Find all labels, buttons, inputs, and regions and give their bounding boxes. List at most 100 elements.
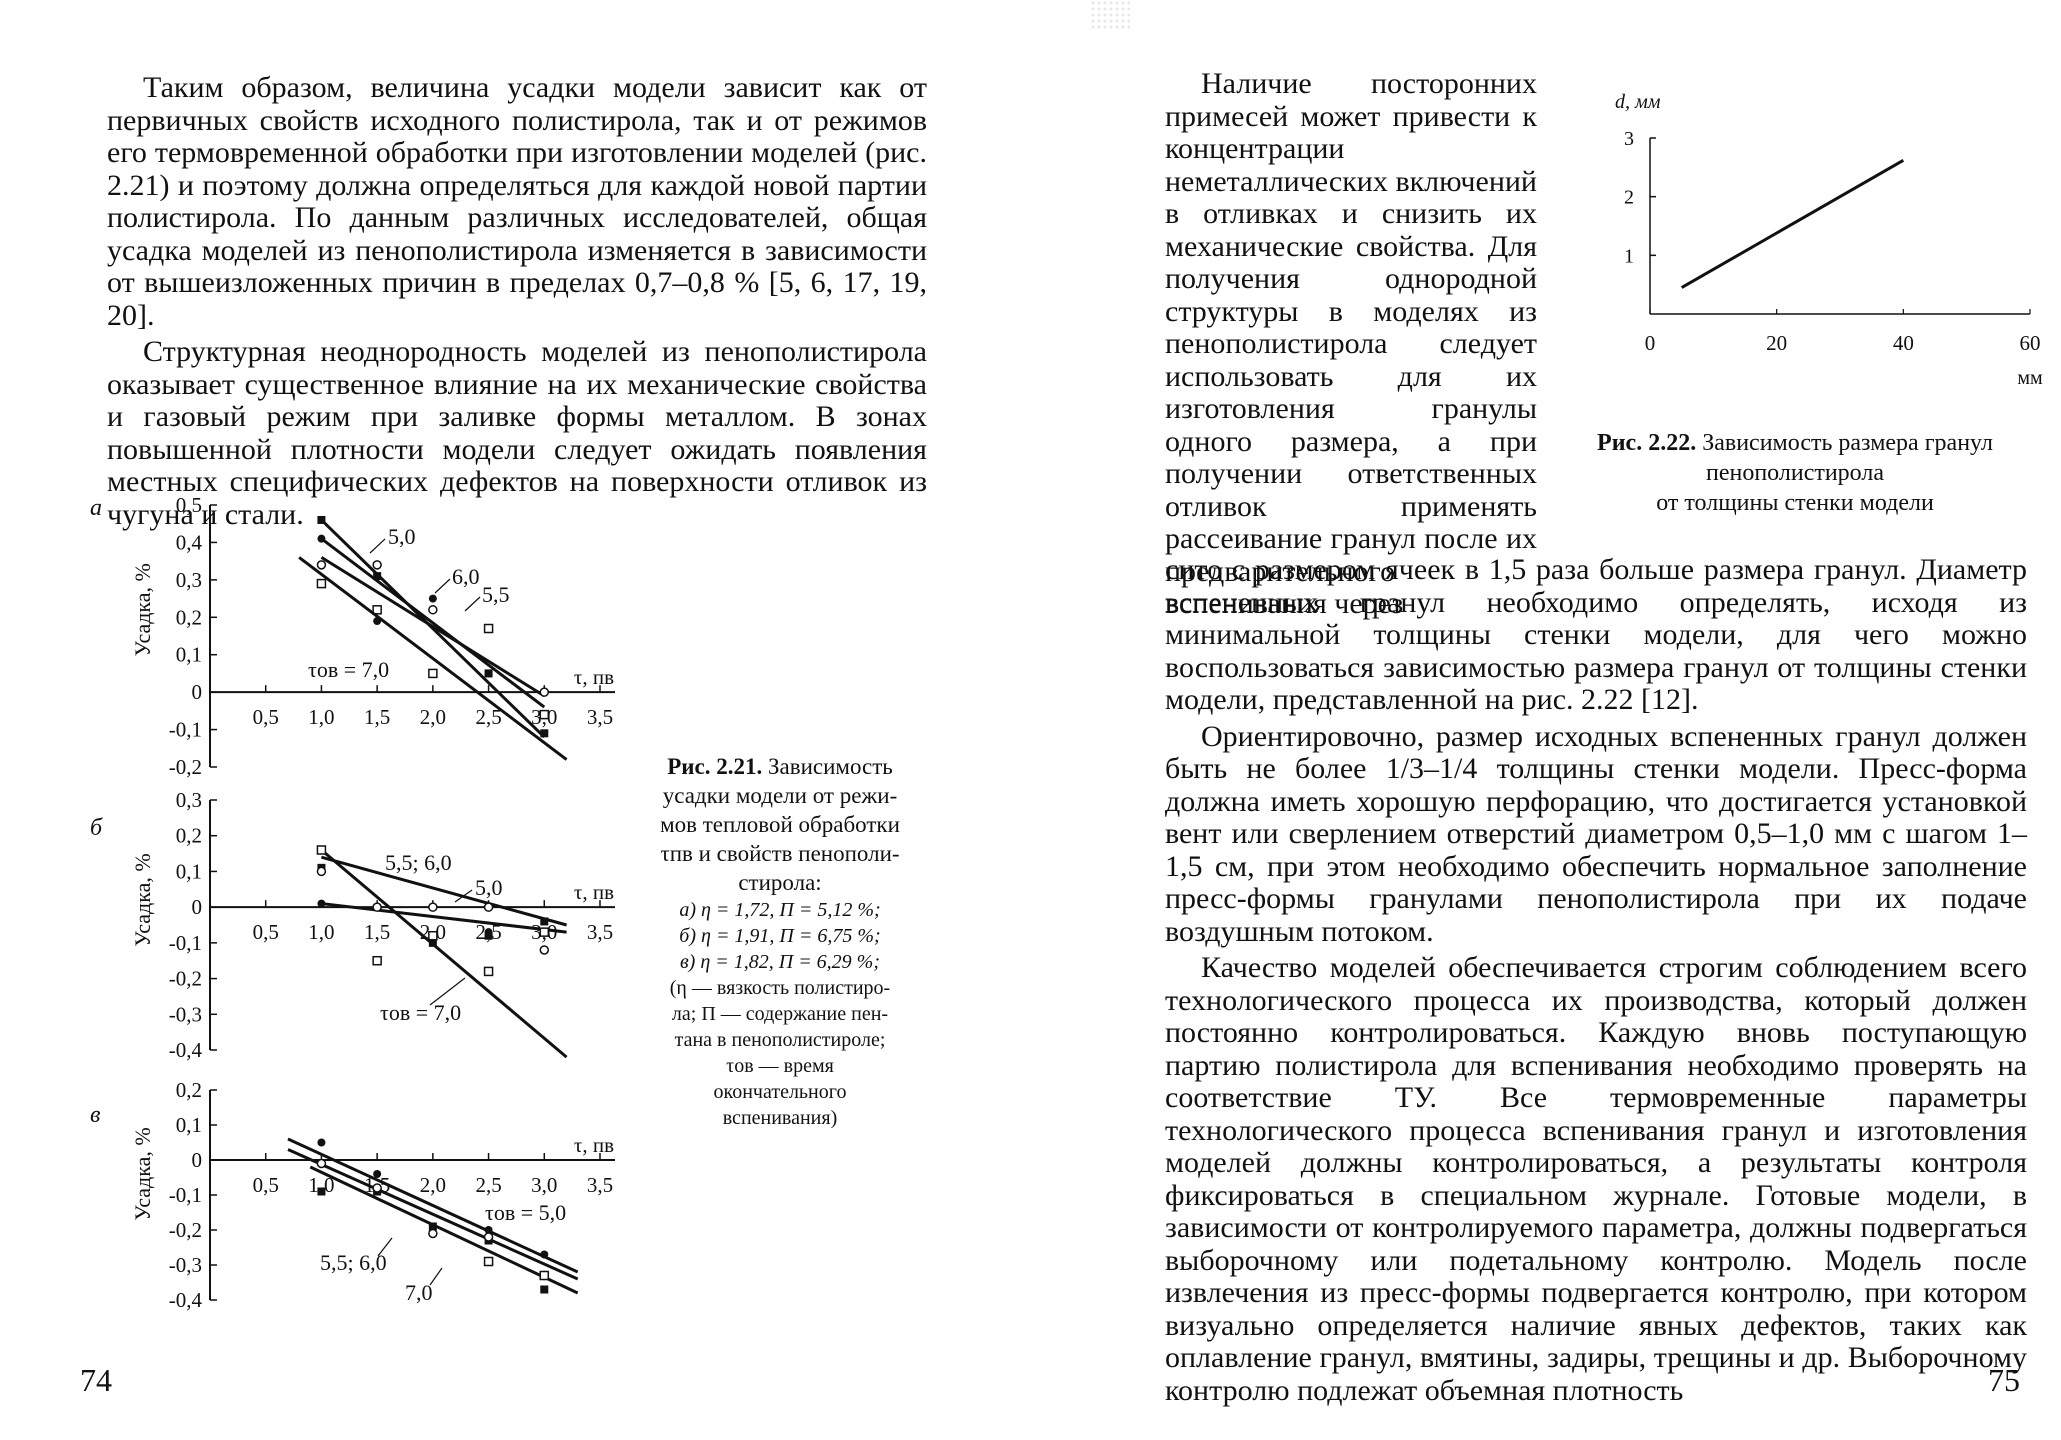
chart-b-point	[428, 902, 438, 912]
chart-v-y-tick-label: 0,2	[176, 1078, 202, 1102]
chart-v-x-tick-label: 3,5	[587, 1173, 613, 1197]
chart-b-point	[484, 928, 493, 937]
chart-v-label-leader	[429, 1267, 443, 1286]
chart-b-point	[483, 966, 494, 977]
chart-a-point	[316, 560, 327, 570]
chart-a-x-tick-label: 3,5	[587, 705, 613, 729]
chart-v-point	[316, 1158, 327, 1169]
fig22-title: Рис. 2.22.	[1597, 430, 1697, 456]
chart-a-series-label: τов = 7,0	[308, 657, 389, 682]
chart-v-point	[540, 1285, 549, 1294]
chart-b-y-tick-label: 0,3	[176, 788, 202, 812]
chart-b-label-leader	[429, 977, 466, 1006]
fig21-note-4: окончательного	[713, 1081, 847, 1103]
chart-b-y-tick-label: 0	[192, 895, 203, 919]
chart-v-y-tick-label: -0,1	[169, 1183, 202, 1207]
chart-a-y-tick-label: 0,3	[176, 568, 202, 592]
chart-b-y-tick-label: -0,3	[169, 1002, 202, 1026]
chart-v-y-tick-label: -0,3	[169, 1253, 202, 1277]
page-number-left: 74	[80, 1362, 112, 1398]
fig21-line-1: усадки модели от режи-	[662, 783, 898, 808]
chart-v-x-tick-label: 2,5	[475, 1173, 501, 1197]
chart-b-point	[372, 955, 382, 966]
chart-b-series-label: 5,0	[475, 875, 503, 900]
chart-a-label-leader	[434, 578, 451, 594]
chart-b-point	[539, 927, 550, 937]
chart-v-x-tick-label: 2,0	[420, 1173, 446, 1197]
fig22-line-1: пенополистирола	[1706, 460, 1884, 486]
chart-a-series-line	[320, 537, 546, 709]
chart-b-y-tick-label: -0,4	[169, 1038, 203, 1062]
chart-a-label-leader	[369, 538, 386, 554]
chart-v-x-axis-label: τ, пв	[574, 1133, 614, 1157]
chart-a-point	[539, 687, 550, 697]
chart-v-point	[317, 1187, 326, 1196]
chart-b-y-tick-label: 0,1	[176, 859, 202, 883]
chart-v-point	[372, 1183, 382, 1193]
chart-v-series-label: 5,5; 6,0	[320, 1250, 387, 1275]
chart-b-point	[372, 902, 382, 912]
chart-v-svg: 0,20,10-0,1-0,2-0,3-0,40,51,01,52,02,53,…	[130, 1078, 615, 1312]
chart-a-label-leader	[464, 596, 481, 612]
chart-v-y-tick-label: -0,4	[169, 1288, 203, 1312]
chart-b-series-line	[320, 848, 568, 1059]
chart-v-point	[373, 1170, 382, 1178]
chart-a-point	[316, 578, 327, 589]
chart-b-point	[316, 845, 327, 855]
panel-label-v: в	[90, 1102, 101, 1128]
chart-a-series-line	[320, 518, 546, 739]
fig21-line-4: стирола:	[738, 870, 822, 895]
chart-a-y-tick-label: 0,1	[176, 643, 202, 667]
chart-a-y-tick-label: 0,2	[176, 605, 202, 629]
chart-b-svg: 0,30,20,10-0,1-0,2-0,3-0,40,51,01,52,02,…	[130, 788, 615, 1062]
chart-b-y-tick-label: 0,2	[176, 824, 202, 848]
chart-a-point	[372, 605, 382, 615]
chart-v-y-tick-label: 0,1	[176, 1113, 202, 1137]
right-wrap-paragraph: Наличие посторонних примесей может приве…	[1165, 67, 1537, 620]
chart-b-point	[540, 917, 549, 926]
chart-fig22-x-tick-label: 40	[1893, 331, 1914, 355]
fig21-title: Рис. 2.21.	[667, 754, 763, 779]
chart-a-point	[372, 560, 382, 570]
panel-label-b: б	[90, 815, 103, 841]
left-text-block: Таким образом, величина усадки модели за…	[107, 71, 927, 531]
chart-v-point	[317, 1138, 326, 1147]
chart-b-x-tick-label: 0,5	[253, 920, 279, 944]
chart-v-y-tick-label: -0,2	[169, 1218, 202, 1242]
chart-b-series-line	[321, 902, 567, 934]
chart-fig22-y-tick-label: 3	[1624, 128, 1634, 150]
chart-fig22-x-tick-label: 20	[1766, 331, 1787, 355]
chart-v-series-label: τов = 5,0	[485, 1200, 566, 1225]
chart-v-x-tick-label: 0,5	[253, 1173, 279, 1197]
chart-b-x-tick-label: 1,0	[308, 920, 334, 944]
chart-a-x-tick-label: 2,5	[475, 705, 501, 729]
chart-b-point	[317, 899, 326, 908]
chart-a-x-tick-label: 2,0	[420, 705, 446, 729]
chart-v-series-line	[287, 1148, 579, 1281]
fig21-legend-b: б) η = 1,91, П = 6,75 %;	[679, 925, 881, 947]
chart-a-point	[317, 534, 326, 543]
chart-a-point	[428, 668, 438, 679]
fig21-caption: Рис. 2.21. Зависимость усадки модели от …	[620, 752, 940, 1131]
chart-b-point	[539, 945, 550, 955]
chart-a-y-tick-label: 0,5	[176, 493, 202, 517]
right-paragraph-1: Ориентировочно, размер исходных вспененн…	[1165, 719, 2027, 948]
chart-b-series-label: τов = 7,0	[380, 1000, 461, 1025]
chart-a-y-tick-label: 0	[192, 680, 203, 704]
chart-v-y-axis-label: Усадка, %	[130, 1127, 155, 1220]
fig21-legend-a: а) η = 1,72, П = 5,12 %;	[679, 899, 881, 921]
chart-a-point	[317, 515, 326, 524]
fig22-line-2: от толщины стенки модели	[1656, 490, 1934, 516]
fig21-note-0: (η — вязкость полистиро-	[669, 977, 891, 999]
fig21-legend-v: в) η = 1,82, П = 6,29 %;	[679, 951, 881, 973]
chart-b-label-leader	[454, 889, 473, 903]
fig21-note-2: тана в пенополистироле;	[674, 1029, 886, 1051]
chart-v-point	[428, 1222, 437, 1231]
right-paragraph-2: Качество моделей обеспечивается строгим …	[1165, 951, 2027, 1407]
chart-v-point	[483, 1256, 494, 1267]
chart-a-y-axis-label: Усадка, %	[130, 563, 155, 656]
chart-b-series-line	[321, 855, 567, 927]
